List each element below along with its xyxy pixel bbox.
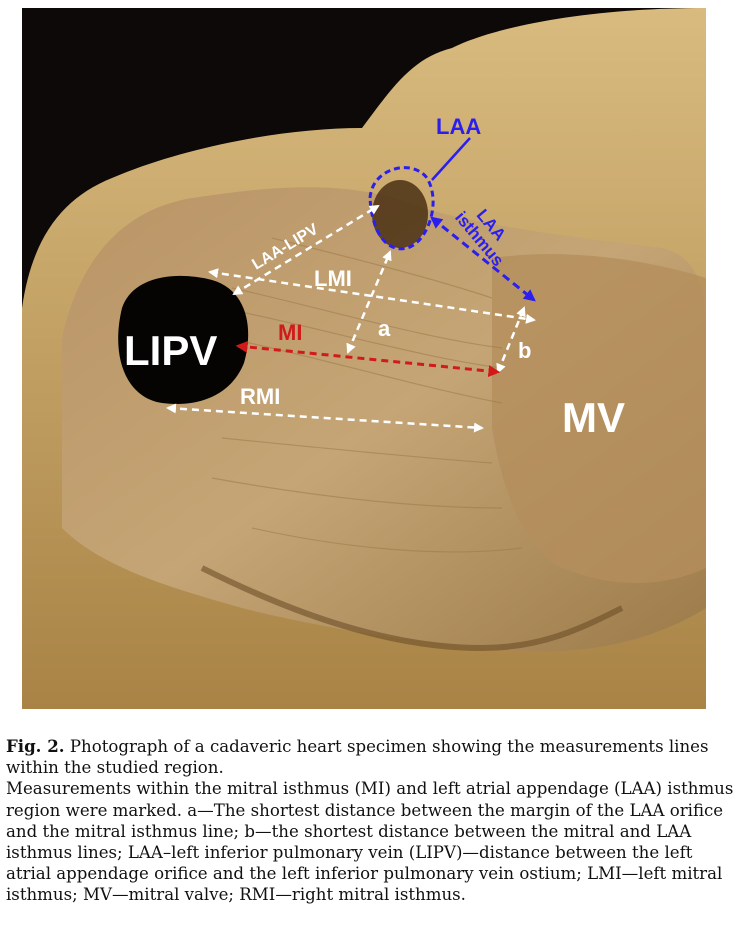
specimen-photograph: LIPV MV LAA LAA isthmus LAA-LIPV LMI MI … <box>22 8 706 709</box>
mitral-valve-region <box>492 254 706 583</box>
figure-number: Fig. 2. <box>6 736 65 756</box>
rmi-label: RMI <box>240 384 280 409</box>
caption-body: Measurements within the mitral isthmus (… <box>6 779 734 905</box>
lmi-label: LMI <box>314 266 352 291</box>
laa-label: LAA <box>436 114 481 139</box>
a-arrow <box>346 250 392 354</box>
laa-pointer-line <box>431 137 471 181</box>
lower-ridge <box>200 565 624 652</box>
laa-orifice-outline <box>368 166 435 251</box>
lmi-arrow <box>208 268 536 324</box>
mi-label: MI <box>278 320 302 345</box>
caption-title-line: Fig. 2. Photograph of a cadaveric heart … <box>6 736 734 778</box>
mi-arrow <box>235 340 501 378</box>
lipv-label: LIPV <box>124 327 217 374</box>
rmi-arrow <box>166 403 484 433</box>
figure-caption: Fig. 2. Photograph of a cadaveric heart … <box>6 736 734 906</box>
mv-label: MV <box>562 394 625 441</box>
a-label: a <box>378 316 391 341</box>
laa-orifice <box>372 180 428 248</box>
b-label: b <box>518 338 531 363</box>
caption-title: Photograph of a cadaveric heart specimen… <box>6 737 709 778</box>
